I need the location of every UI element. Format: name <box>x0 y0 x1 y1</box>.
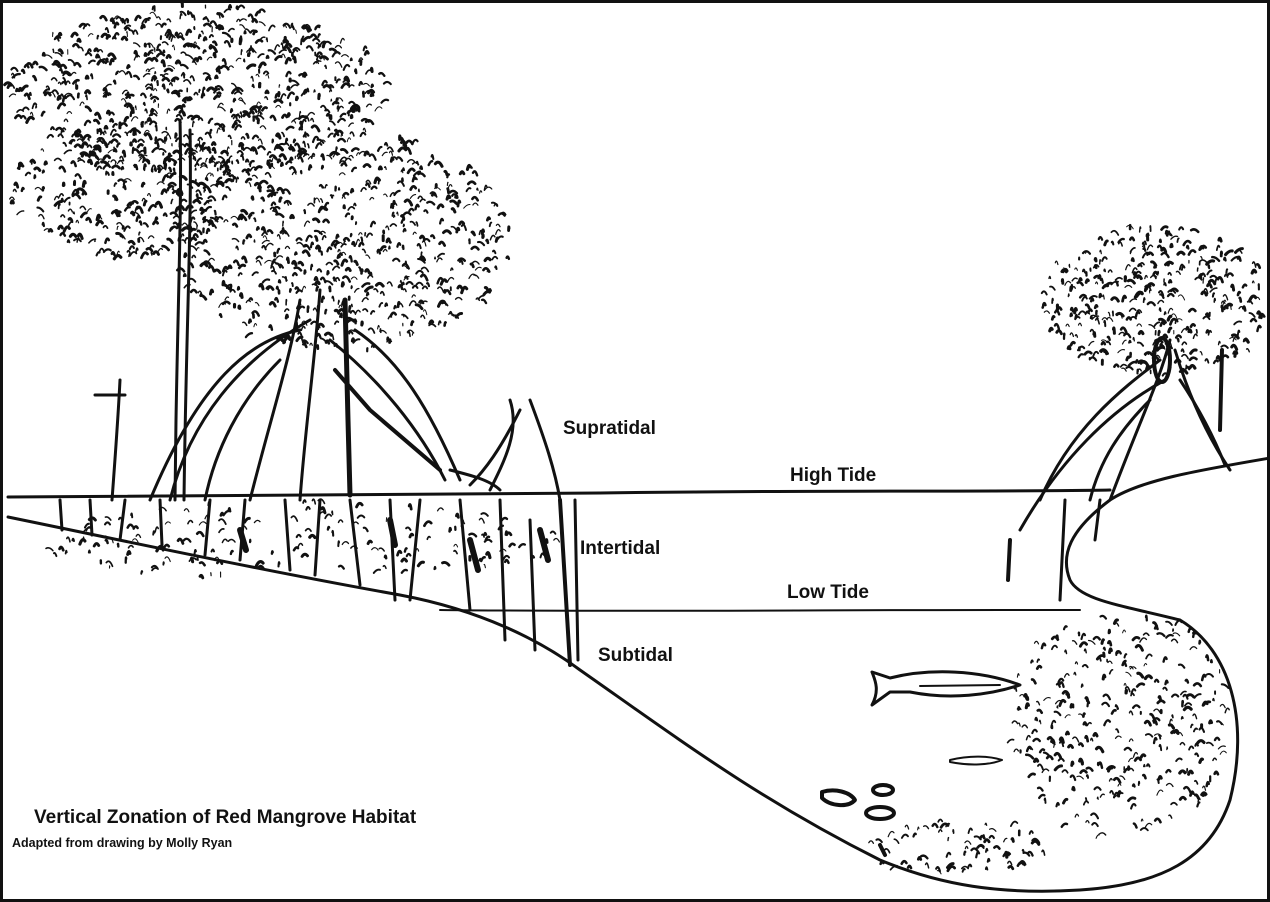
subtidal-label: Subtidal <box>598 645 673 666</box>
left-mangrove-canopy <box>5 2 509 352</box>
low-tide-label: Low Tide <box>787 582 869 603</box>
fish-small <box>950 757 1002 765</box>
rocks <box>822 785 894 855</box>
subtidal-seagrass <box>869 616 1229 874</box>
fish-large <box>872 672 1020 705</box>
diagram-title: Vertical Zonation of Red Mangrove Habita… <box>34 807 417 828</box>
intertidal-label: Intertidal <box>580 538 660 559</box>
diagram-credit: Adapted from drawing by Molly Ryan <box>12 836 232 850</box>
right-mangrove-roots <box>1008 338 1230 600</box>
high-tide-label: High Tide <box>790 465 876 486</box>
supratidal-label: Supratidal <box>563 418 656 439</box>
low-tide-line <box>440 610 1080 611</box>
left-prop-roots <box>46 499 578 665</box>
